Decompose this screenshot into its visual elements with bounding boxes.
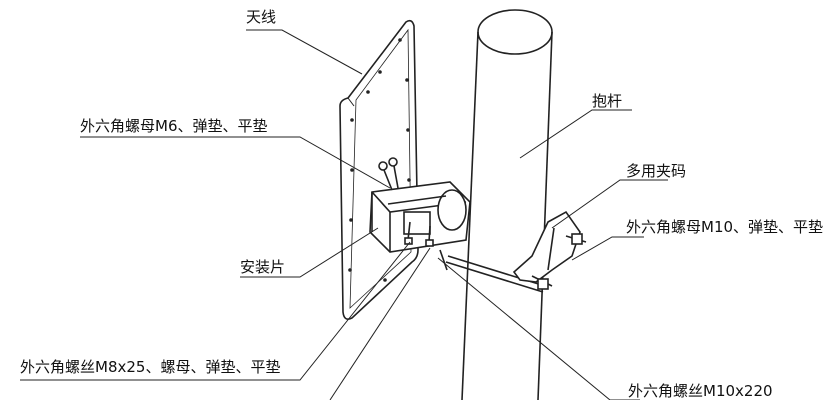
label-bolt-m10: 外六角螺丝M10x220	[628, 382, 773, 400]
antenna-panel	[339, 19, 419, 320]
label-nut-m10: 外六角螺母M10、弹垫、平垫	[626, 218, 824, 236]
label-bolt-m8: 外六角螺丝M8x25、螺母、弹垫、平垫	[20, 358, 281, 376]
leader-lines	[20, 29, 668, 400]
mount-bracket	[369, 181, 471, 253]
m6-bolts	[378, 157, 399, 191]
multi-clamp	[512, 210, 587, 290]
label-multi-clamp: 多用夹码	[626, 162, 687, 180]
label-nut-m6: 外六角螺母M6、弹垫、平垫	[80, 117, 268, 135]
label-antenna: 天线	[246, 8, 277, 26]
label-pole: 抱杆	[592, 92, 623, 110]
label-mount-plate: 安装片	[240, 258, 286, 276]
pole-cylinder	[461, 9, 553, 400]
